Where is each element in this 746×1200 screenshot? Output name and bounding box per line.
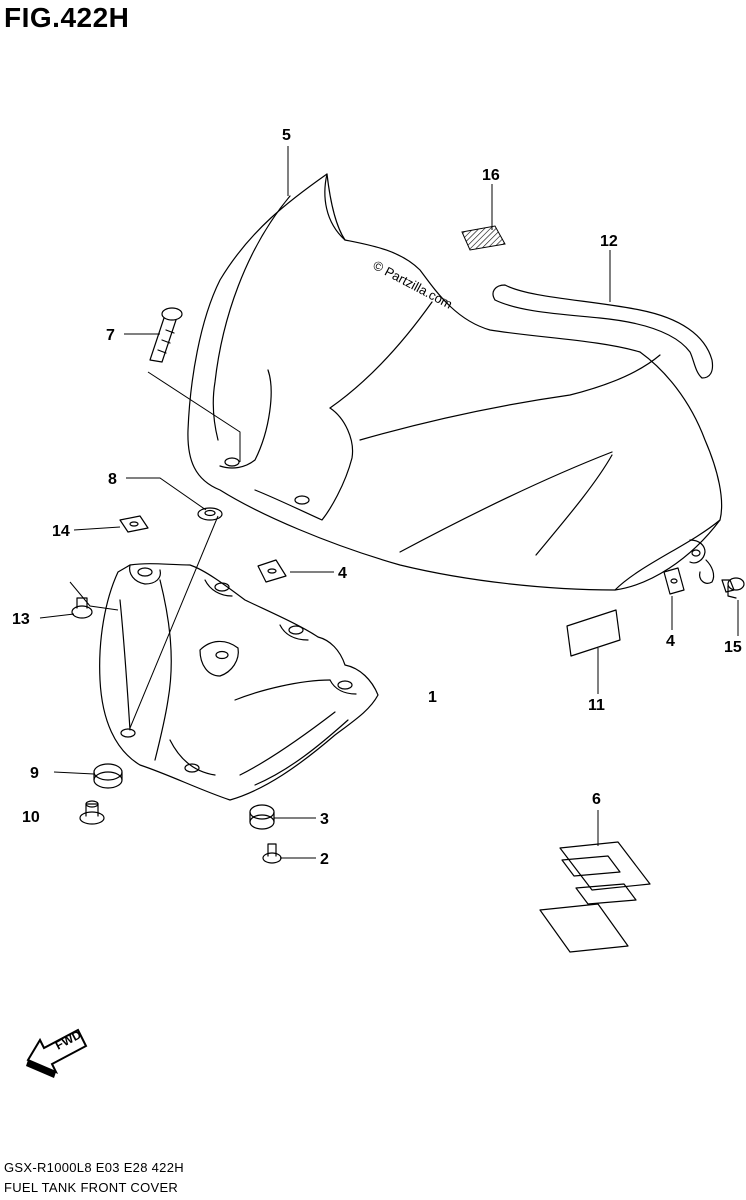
callout-1: 1: [428, 689, 437, 706]
part-3-grommet: [249, 804, 275, 830]
callout-labels: 5 16 12 7 8 14 4 13 4 15 1 11 9 6 3 10 2: [12, 127, 742, 868]
callout-3: 3: [320, 811, 329, 828]
part-1-lower-panel: [99, 563, 379, 801]
part-16-decal: [461, 225, 506, 251]
part-13-fastener: [71, 597, 93, 619]
part-2-bolt: [262, 843, 282, 864]
callout-12: 12: [600, 233, 618, 250]
leader-lines: [39, 146, 739, 859]
callout-6: 6: [592, 791, 601, 808]
part-8-washer: [197, 507, 223, 521]
part-4-clip-nut-right: [663, 567, 685, 595]
callout-11: 11: [588, 697, 605, 714]
part-15-push-rivet: [721, 577, 745, 599]
figure-caption: FUEL TANK FRONT COVER: [4, 1180, 179, 1195]
part-4-clip-nut-upper: [257, 559, 287, 583]
part-7-bolt: [149, 307, 183, 363]
callout-15: 15: [724, 639, 742, 656]
callout-8: 8: [108, 471, 117, 488]
part-14-clip-nut: [119, 515, 149, 533]
callout-4-upper: 4: [338, 565, 347, 582]
callout-9: 9: [30, 765, 39, 782]
part-11-label: [566, 609, 621, 657]
model-code: GSX-R1000L8 E03 E28 422H: [4, 1160, 184, 1175]
part-5-front-cover: [187, 173, 723, 591]
figure-title: FIG.422H: [4, 2, 130, 33]
part-9-grommet: [93, 763, 123, 789]
callout-5: 5: [282, 127, 291, 144]
callout-10: 10: [22, 809, 40, 826]
part-10-collar: [79, 800, 105, 825]
part-12-trim-strip: [492, 284, 714, 379]
callout-16: 16: [482, 167, 500, 184]
callout-7: 7: [106, 327, 115, 344]
callout-4-right: 4: [666, 633, 675, 650]
callout-13: 13: [12, 611, 30, 628]
callout-14: 14: [52, 523, 70, 540]
fwd-arrow: FWD: [26, 1027, 88, 1078]
callout-2: 2: [320, 851, 329, 868]
part-6-emblem: [539, 841, 651, 953]
watermark: © Partzilla.com: [371, 257, 455, 311]
